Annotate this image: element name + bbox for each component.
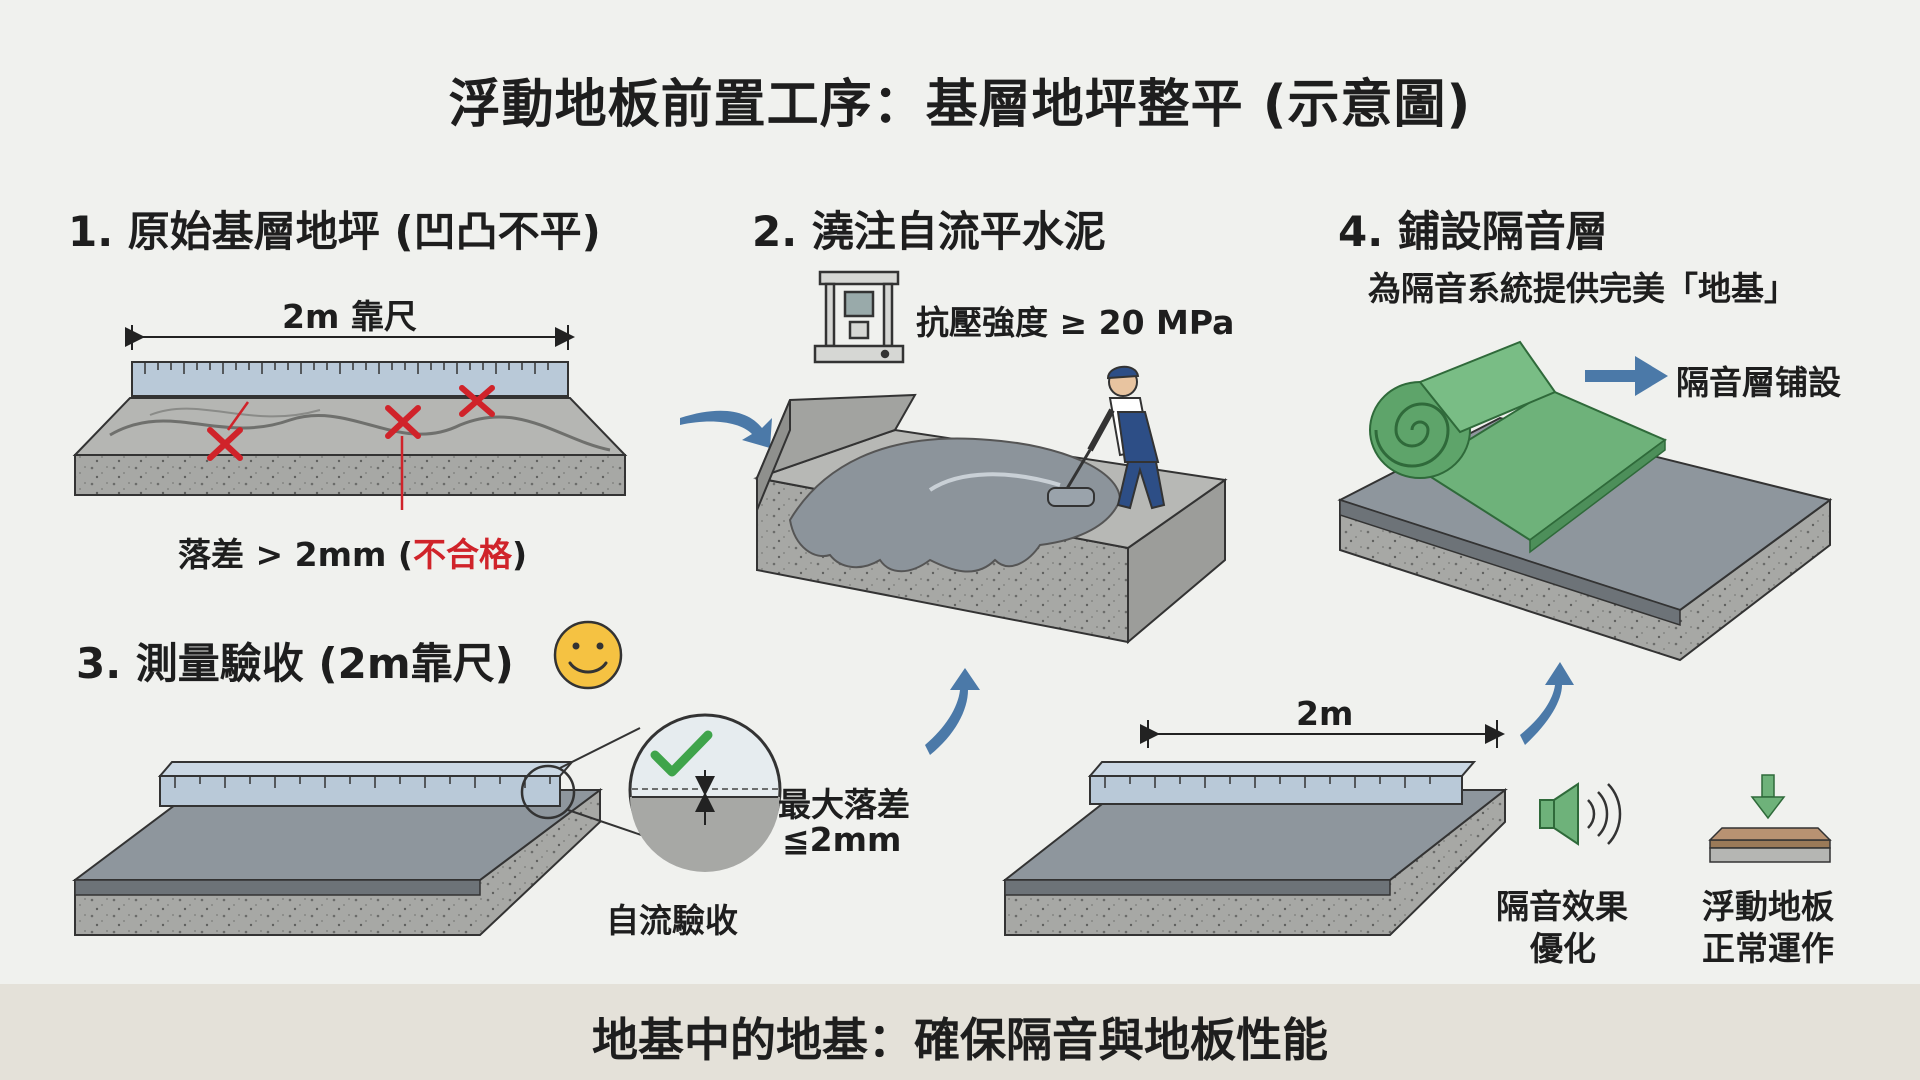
footer-caption: 地基中的地基：確保隔音與地板性能 xyxy=(592,1013,1328,1067)
deviation-prefix: 落差 > 2mm ( xyxy=(178,535,413,574)
span-label: 2m xyxy=(1296,694,1354,733)
max-deviation-line1: 最大落差 xyxy=(778,785,910,824)
acceptance-label: 自流驗收 xyxy=(606,901,738,940)
final-slab xyxy=(1002,720,1508,936)
step3-heading: 3. 測量驗收 (2m靠尺) xyxy=(76,639,514,688)
deviation-suffix: ) xyxy=(511,535,528,574)
press-machine-icon xyxy=(813,270,905,364)
diagram-title: 浮動地板前置工序：基層地坪整平 (示意圖) xyxy=(448,75,1472,135)
step1-ruler xyxy=(125,325,575,397)
flow-arrow-icon xyxy=(680,356,1668,755)
fail-label: 不合格 xyxy=(412,535,512,574)
step4-heading: 4. 鋪設隔音層 xyxy=(1338,207,1608,256)
step1-deviation-label: 落差 > 2mm (不合格) xyxy=(178,528,527,576)
step2-slab xyxy=(753,393,1228,645)
insulation-layer xyxy=(1369,340,1667,554)
check-mark-icon xyxy=(650,730,713,777)
footer-band xyxy=(0,984,1920,1080)
max-deviation-line2: ≦2mm xyxy=(782,820,902,859)
step1-heading: 1. 原始基層地坪 (凹凸不平) xyxy=(68,207,601,256)
compressive-strength-label: 抗壓強度 ≥ 20 MPa xyxy=(916,303,1235,342)
benefit2-line1: 浮動地板 xyxy=(1702,887,1834,926)
benefit2-line2: 正常運作 xyxy=(1702,929,1834,968)
smiley-icon xyxy=(553,620,623,690)
step4-subheading: 為隔音系統提供完美「地基」 xyxy=(1368,269,1797,308)
insulation-layer-label: 隔音層铺設 xyxy=(1676,363,1841,402)
step1-slab xyxy=(72,397,628,496)
step3-slab xyxy=(72,761,603,936)
worker-figure xyxy=(1047,365,1166,510)
benefit1-line1: 隔音效果 xyxy=(1496,887,1628,926)
x-mark-icon xyxy=(207,385,495,461)
floating-floor-icon xyxy=(1708,827,1832,863)
down-arrow-icon xyxy=(1750,774,1786,820)
step1-ruler-label: 2m 靠尺 xyxy=(282,297,417,336)
step2-heading: 2. 澆注自流平水泥 xyxy=(752,207,1106,256)
speaker-icon xyxy=(1539,782,1622,846)
benefit1-line2: 優化 xyxy=(1530,929,1596,968)
deviation-arrows xyxy=(226,401,404,510)
magnifier-callout xyxy=(520,713,782,872)
